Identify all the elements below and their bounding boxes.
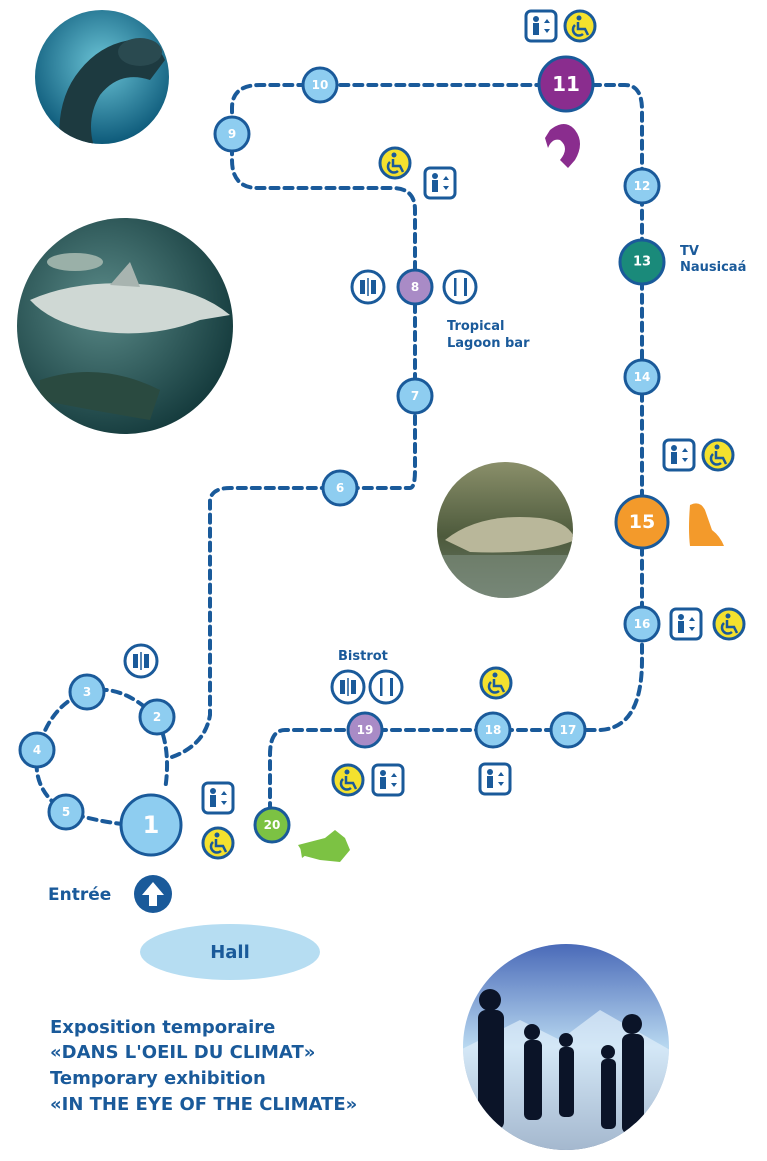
exhibition-line2: «DANS L'OEIL DU CLIMAT»	[50, 1042, 315, 1063]
exhibition-line3: Temporary exhibition	[50, 1068, 266, 1089]
svg-text:17: 17	[560, 723, 577, 737]
tv-label-line1: TV	[680, 244, 699, 259]
svg-text:20: 20	[264, 818, 281, 832]
stop-8[interactable]: 8	[396, 268, 434, 306]
svg-text:14: 14	[634, 370, 651, 384]
svg-text:2: 2	[153, 710, 161, 724]
crocodile-icon	[298, 830, 350, 862]
elevator-icon	[662, 438, 696, 472]
wheelchair-icon	[701, 438, 735, 472]
wheelchair-icon	[331, 763, 365, 797]
hall-label: Hall	[210, 942, 250, 963]
elevator-icon	[669, 607, 703, 641]
svg-text:18: 18	[485, 723, 502, 737]
svg-text:3: 3	[83, 685, 91, 699]
stop-12[interactable]: 12	[623, 167, 661, 205]
stop-10[interactable]: 10	[301, 66, 339, 104]
stop-6[interactable]: 6	[321, 469, 359, 507]
stop-13[interactable]: 13	[618, 238, 666, 286]
seal-photo	[35, 10, 169, 144]
svg-text:9: 9	[228, 127, 236, 141]
stop-19[interactable]: 19	[346, 711, 384, 749]
stop-9[interactable]: 9	[213, 115, 251, 153]
svg-text:5: 5	[62, 805, 70, 819]
svg-text:7: 7	[411, 389, 419, 403]
wheelchair-icon	[479, 666, 513, 700]
wheelchair-icon	[563, 9, 597, 43]
bistrot-label: Bistrot	[338, 649, 388, 664]
tv-label-line2: Nausicaá	[680, 260, 746, 275]
elevator-icon	[423, 166, 457, 200]
svg-text:19: 19	[357, 723, 374, 737]
stop-3[interactable]: 3	[68, 673, 106, 711]
route-path	[34, 83, 644, 827]
stop-17[interactable]: 17	[549, 711, 587, 749]
restroom-icon	[330, 669, 366, 705]
exhibition-line1: Exposition temporaire	[50, 1017, 275, 1038]
restroom-icon	[123, 643, 159, 679]
shark-photo	[17, 218, 233, 434]
stop-16[interactable]: 16	[623, 605, 661, 643]
entree-label: Entrée	[48, 885, 111, 905]
wheelchair-icon	[201, 826, 235, 860]
svg-text:12: 12	[634, 179, 651, 193]
crocodile-photo	[437, 462, 573, 598]
elevator-icon	[201, 781, 235, 815]
stop-4[interactable]: 4	[18, 731, 56, 769]
exhibition-line4: «IN THE EYE OF THE CLIMATE»	[50, 1094, 357, 1115]
wheelchair-icon	[712, 607, 746, 641]
stop-15[interactable]: 15	[614, 494, 670, 550]
up-arrow-icon[interactable]	[134, 875, 172, 913]
svg-text:10: 10	[312, 78, 329, 92]
restaurant-icon	[442, 269, 478, 305]
stop-18[interactable]: 18	[474, 711, 512, 749]
stop-20[interactable]: 20	[253, 806, 291, 844]
elevator-icon	[524, 9, 558, 43]
stop-1[interactable]: 1	[119, 793, 183, 857]
elevator-icon	[371, 763, 405, 797]
stop-5[interactable]: 5	[47, 793, 85, 831]
wheelchair-icon	[378, 146, 412, 180]
svg-text:6: 6	[336, 481, 344, 495]
climate-exhibition-photo	[463, 944, 669, 1150]
elevator-icon	[478, 762, 512, 796]
svg-text:15: 15	[629, 511, 655, 533]
stop-7[interactable]: 7	[396, 377, 434, 415]
hall-area[interactable]: Hall	[140, 924, 320, 980]
stop-2[interactable]: 2	[138, 698, 176, 736]
svg-text:4: 4	[33, 743, 41, 757]
sea-lion-icon	[689, 503, 724, 546]
bar-label-line2: Lagoon bar	[447, 336, 530, 351]
restaurant-icon	[368, 669, 404, 705]
dolphin-icon	[545, 124, 580, 168]
svg-text:16: 16	[634, 617, 651, 631]
bar-label-line1: Tropical	[447, 319, 504, 334]
stop-14[interactable]: 14	[623, 358, 661, 396]
svg-text:11: 11	[552, 72, 580, 96]
stop-11[interactable]: 11	[537, 55, 595, 113]
restroom-icon	[350, 269, 386, 305]
svg-text:8: 8	[411, 280, 419, 294]
svg-text:1: 1	[143, 811, 160, 839]
svg-text:13: 13	[633, 255, 651, 270]
